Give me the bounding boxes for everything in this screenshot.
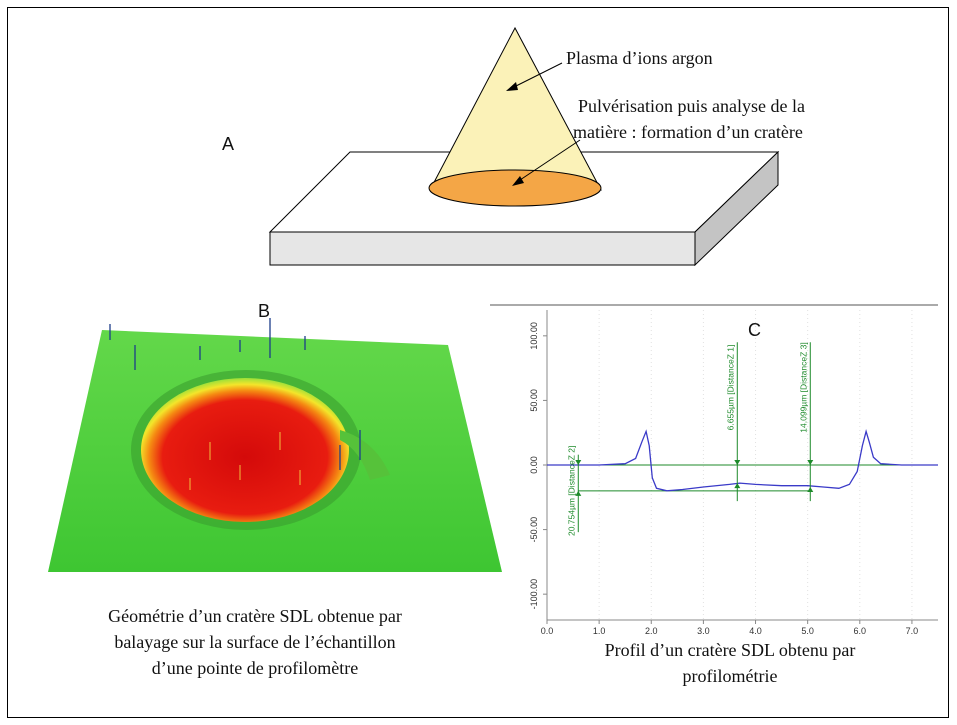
y-tick-label: 100.00 — [529, 322, 539, 350]
x-tick-label: 6.0 — [854, 626, 867, 635]
arrow-plasma — [511, 62, 563, 89]
crater-bowl — [141, 378, 349, 522]
arrow-crater-head — [512, 176, 524, 186]
y-tick-label: -100.00 — [529, 579, 539, 610]
caption-b-line2: balayage sur la surface de l’échantillon — [114, 632, 396, 652]
caption-b-line1: Géométrie d’un cratère SDL obtenue par — [108, 606, 402, 626]
panel-c-letter: C — [748, 320, 761, 340]
measure-label: 6.655µm [DistanceZ 1] — [725, 345, 735, 431]
y-tick-label: -50.00 — [529, 517, 539, 543]
caption-c-line1: Profil d’un cratère SDL obtenu par — [604, 640, 856, 660]
caption-b-line3: d’une pointe de profilomètre — [151, 658, 359, 678]
panel-a-letter: A — [222, 134, 235, 154]
surface-spikes — [109, 318, 361, 470]
measure-arrow — [734, 460, 741, 465]
y-tick-label: 0.00 — [529, 456, 539, 474]
caption-c: Profil d’un cratère SDL obtenu par profi… — [530, 637, 930, 689]
measure-arrow — [734, 483, 741, 489]
x-tick-label: 3.0 — [697, 626, 710, 635]
sample-slab-side — [694, 150, 779, 267]
measure-label: 14.099µm [DistanceZ 3] — [798, 342, 808, 432]
panel-b-letter: B — [258, 301, 271, 321]
x-tick-label: 5.0 — [801, 626, 814, 635]
sample-slab-front — [269, 231, 696, 266]
x-tick-label: 0.0 — [541, 626, 554, 635]
sample-cone-diagram — [268, 26, 780, 267]
label-crater-line2: matière : formation d’un cratère — [573, 122, 803, 142]
profile-chart: 0.0 1.0 2.0 3.0 4.0 5.0 6.0 7.0 100.00 50.00 0.00 -… — [490, 304, 938, 635]
crater-speckles — [189, 432, 301, 490]
measure-arrow — [575, 460, 582, 465]
label-crater-line1: Pulvérisation puis analyse de la — [578, 96, 805, 116]
x-tick-label: 4.0 — [749, 626, 762, 635]
x-tick-label: 7.0 — [906, 626, 919, 635]
measure-label: 20.754µm [DistanceZ 2] — [566, 446, 576, 536]
crater-3d-surface — [48, 318, 502, 572]
measure-arrow — [807, 460, 814, 465]
profile-series-line — [547, 428, 938, 492]
arrow-plasma-head — [506, 82, 518, 91]
crater-ellipse — [428, 169, 602, 207]
arrow-crater — [516, 139, 581, 183]
figure-frame — [7, 7, 949, 718]
measure-arrow — [575, 490, 582, 496]
measure-arrow — [807, 486, 814, 492]
label-plasma: Plasma d’ions argon — [566, 48, 713, 68]
caption-b: Géométrie d’un cratère SDL obtenue par b… — [40, 603, 470, 681]
crater-lip-right — [340, 430, 390, 480]
x-tick-label: 1.0 — [593, 626, 606, 635]
x-tick-label: 2.0 — [645, 626, 658, 635]
caption-c-line2: profilométrie — [682, 666, 778, 686]
y-tick-label: 50.00 — [529, 389, 539, 412]
